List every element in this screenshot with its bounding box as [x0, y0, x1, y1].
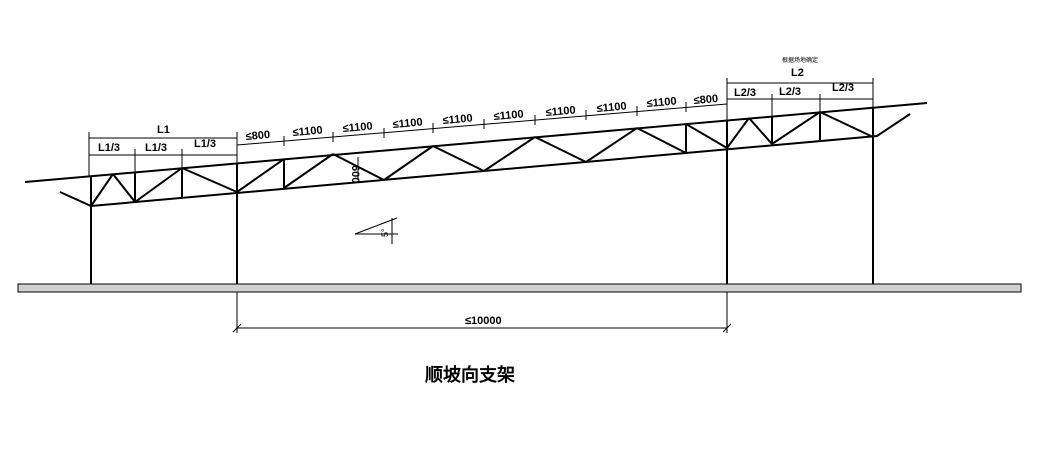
- top-span-6: ≤1100: [493, 108, 524, 123]
- l2-note: 根据场地确定: [782, 56, 818, 64]
- l2-third-3: L2/3: [832, 82, 854, 94]
- top-span-9: ≤1100: [646, 95, 677, 110]
- top-span-3: ≤1100: [342, 120, 373, 135]
- bottom-span-label: ≤10000: [465, 315, 502, 327]
- ground-slab: [17, 283, 1022, 293]
- top-span-1: ≤800: [245, 129, 270, 143]
- l2-third-2: L2/3: [779, 86, 801, 98]
- dimension-l2: [726, 78, 874, 120]
- top-span-4: ≤1100: [392, 116, 423, 131]
- slope-indicator: [354, 217, 398, 244]
- slope-label: 5°: [380, 228, 390, 237]
- dimension-bottom-span: [232, 292, 732, 333]
- top-span-ticks: [236, 99, 728, 150]
- l1-third-1: L1/3: [98, 142, 120, 154]
- l2-label: L2: [791, 67, 804, 79]
- top-span-5: ≤1100: [442, 112, 473, 127]
- bottom-chord: [59, 113, 911, 208]
- columns: [90, 137, 874, 284]
- top-span-8: ≤1100: [596, 100, 627, 115]
- top-span-2: ≤1100: [292, 124, 323, 139]
- l1-label: L1: [157, 124, 170, 136]
- l1-third-3: L1/3: [194, 138, 216, 150]
- top-span-7: ≤1100: [545, 104, 576, 119]
- truss-depth-label: 600: [349, 165, 361, 183]
- top-chord: [24, 102, 928, 183]
- truss: [24, 102, 928, 208]
- l2-third-1: L2/3: [734, 87, 756, 99]
- l1-third-2: L1/3: [145, 142, 167, 154]
- drawing-caption: 顺坡向支架: [425, 365, 515, 386]
- top-span-dim-line: [236, 103, 728, 146]
- top-span-10: ≤800: [693, 93, 718, 107]
